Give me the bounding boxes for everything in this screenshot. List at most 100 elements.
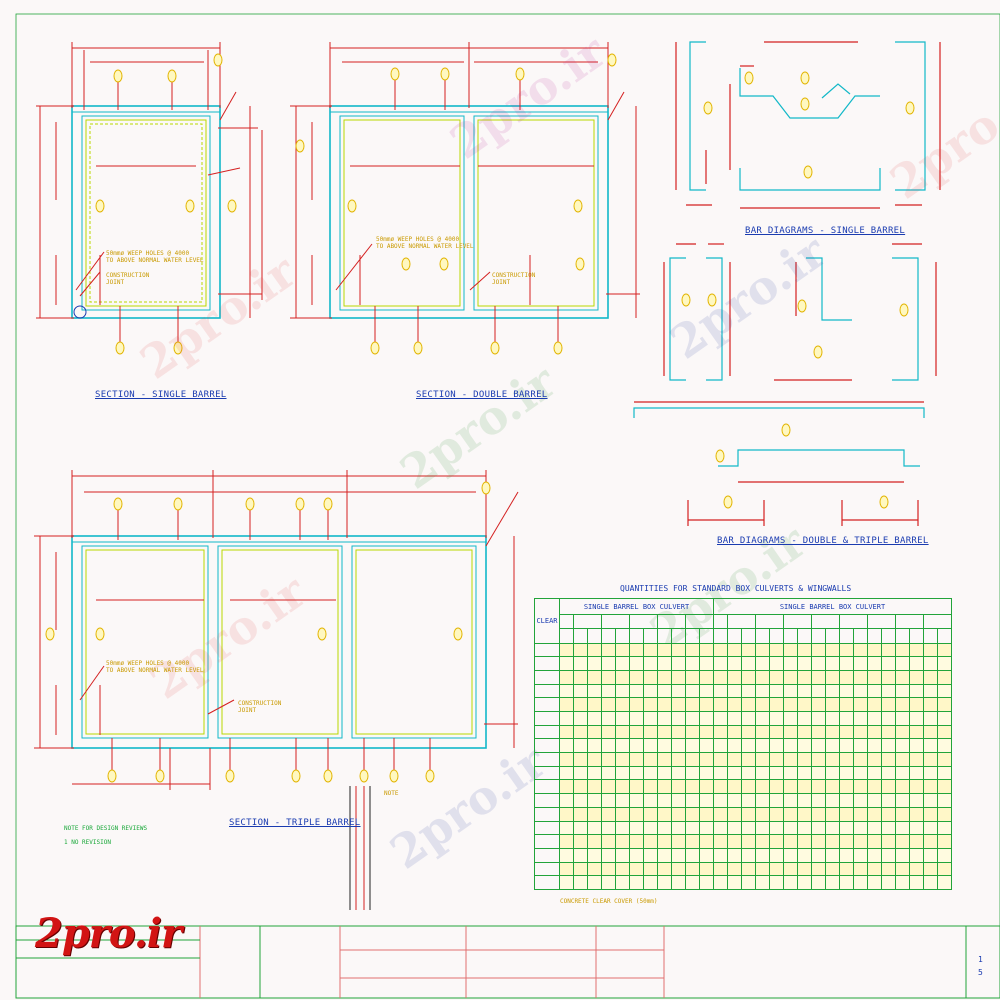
table-cell: [713, 875, 728, 890]
table-cell: [573, 697, 588, 713]
table-cell: [853, 793, 868, 808]
table-subheader-row: [535, 628, 952, 644]
table-cell: [615, 711, 630, 726]
table-cell: [587, 834, 602, 849]
table-cell: [769, 711, 784, 726]
table-cell: [615, 642, 630, 658]
label-section-single: SECTION - SINGLE BARREL: [95, 390, 227, 400]
table-cell: [783, 847, 798, 863]
table-cell: [615, 669, 630, 685]
table-cell: [559, 847, 574, 863]
table-cell: [825, 669, 840, 685]
table-cell: [881, 738, 896, 754]
table-cell: [853, 642, 868, 658]
table-cell: [825, 656, 840, 671]
table-cell: [573, 656, 588, 671]
table-cell: [713, 820, 728, 836]
table-cell: [937, 861, 952, 877]
table-cell: [534, 875, 560, 890]
table-cell: [534, 847, 560, 863]
table-cell: [755, 683, 770, 699]
table-cell: [699, 820, 714, 836]
table-cell: [573, 820, 588, 836]
table-cell: [909, 779, 924, 795]
table-cell: [727, 669, 742, 685]
table-cell: [713, 711, 728, 726]
table-cell: [587, 765, 602, 781]
table-cell: [741, 738, 756, 754]
table-cell: [797, 752, 812, 767]
table-cell: [853, 834, 868, 849]
table-cell: [643, 765, 658, 781]
table-row: [534, 669, 952, 685]
table-cell: [867, 642, 882, 658]
table-cell: [671, 669, 686, 685]
table-cell: [811, 656, 826, 671]
table-cell: [881, 669, 896, 685]
table-cell: [853, 779, 868, 795]
table-cell: [769, 738, 784, 754]
table-cell: [895, 656, 910, 671]
table-cell: [825, 711, 840, 726]
table-cell: [615, 738, 630, 754]
table-cell: [811, 793, 826, 808]
label-section-triple: SECTION - TRIPLE BARREL: [229, 818, 361, 828]
table-cell: [573, 834, 588, 849]
table-cell: [741, 642, 756, 658]
table-cell: [699, 793, 714, 808]
table-cell: [534, 683, 560, 699]
table-row: [534, 779, 952, 795]
table-cell: [881, 875, 896, 890]
table-cell: [587, 669, 602, 685]
table-cell: [573, 875, 588, 890]
table-cell: [755, 711, 770, 726]
section-triple-barrel: [34, 470, 519, 910]
table-cell: [534, 793, 560, 808]
label-bar-single: BAR DIAGRAMS - SINGLE BARREL: [745, 226, 906, 236]
table-cell: [713, 642, 728, 658]
table-header-group-right: SINGLE BARREL BOX CULVERT: [713, 597, 952, 616]
table-cell: [783, 669, 798, 685]
table-cell: [937, 752, 952, 767]
table-cell: [615, 820, 630, 836]
table-cell: [699, 861, 714, 877]
table-cell: [909, 752, 924, 767]
table-cell: [559, 861, 574, 877]
table-cell: [741, 779, 756, 795]
note-weep-holes: 50mmø WEEP HOLES @ 4000 TO ABOVE NORMAL …: [106, 660, 204, 674]
table-cell: [839, 683, 854, 699]
table-cell: [741, 861, 756, 877]
table-cell: [685, 711, 700, 726]
table-cell: [643, 642, 658, 658]
table-cell: [671, 820, 686, 836]
table-cell: [713, 669, 728, 685]
table-cell: [895, 793, 910, 808]
table-cell: [755, 779, 770, 795]
label-bar-double-triple: BAR DIAGRAMS - DOUBLE & TRIPLE BARREL: [717, 536, 929, 546]
table-cell: [741, 765, 756, 781]
table-cell: [825, 752, 840, 767]
table-cell: [559, 820, 574, 836]
note-no-revision: 1 NO REVISION: [64, 839, 111, 846]
table-cell: [797, 861, 812, 877]
table-cell: [601, 847, 616, 863]
table-cell: [699, 752, 714, 767]
table-cell: [699, 834, 714, 849]
table-row: [534, 765, 952, 781]
table-cell: [601, 656, 616, 671]
table-cell: [573, 765, 588, 781]
table-cell: [923, 669, 938, 685]
table-cell: [643, 738, 658, 754]
table-cell: [685, 738, 700, 754]
table-cell: [685, 669, 700, 685]
table-cell: [559, 656, 574, 671]
table-cell: [741, 656, 756, 671]
table-cell: [713, 738, 728, 754]
table-cell: [853, 752, 868, 767]
table-cell: [923, 847, 938, 863]
table-cell: [853, 656, 868, 671]
table-cell: [825, 779, 840, 795]
table-cell: [657, 738, 672, 754]
table-cell: [769, 793, 784, 808]
table-cell: [769, 697, 784, 713]
